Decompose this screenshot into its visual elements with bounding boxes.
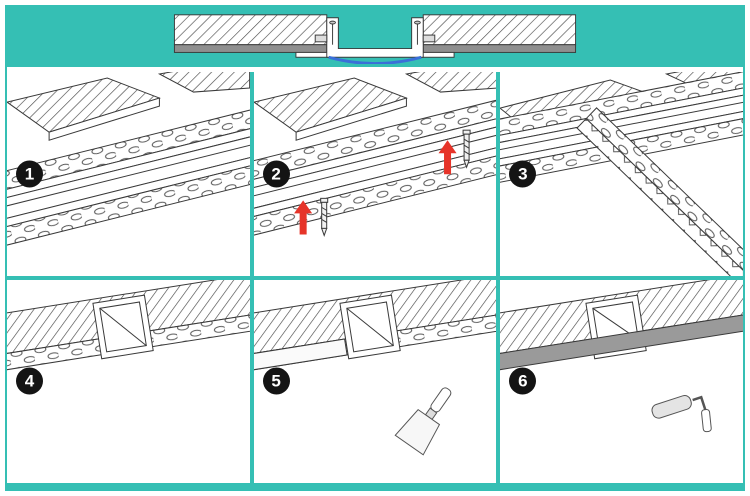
banner-divider <box>7 67 743 72</box>
step-number-badge: 5 <box>262 367 290 395</box>
step4-drawing <box>7 279 250 373</box>
red-up-arrow-icon <box>438 140 457 175</box>
ceiling-with-profile <box>7 279 250 373</box>
spring-clip-right <box>422 34 436 43</box>
screw-icon <box>329 20 421 45</box>
plasterboard-left <box>173 14 328 53</box>
spring-clip-left <box>314 34 328 43</box>
step-panel-2: 2 <box>253 72 497 276</box>
step6-drawing <box>500 279 743 432</box>
cross-section-banner <box>7 7 743 67</box>
putty-knife-icon <box>394 386 452 456</box>
instruction-sheet: 1 <box>5 5 745 491</box>
step3-drawing <box>500 72 743 276</box>
ceiling-with-profile <box>500 279 743 373</box>
diffuser-arc <box>328 55 422 64</box>
step-panel-5: 5 <box>253 279 497 484</box>
screw-icon <box>462 129 471 169</box>
step-number-badge: 1 <box>16 160 43 188</box>
step2-drawing <box>253 72 497 242</box>
paint-stripe <box>500 310 743 373</box>
led-profile <box>7 107 250 252</box>
ceiling-board <box>253 72 497 141</box>
step5-drawing <box>253 279 497 456</box>
perforated-corner-strip <box>576 107 743 276</box>
step-number-badge: 2 <box>262 160 290 188</box>
ceiling-board <box>7 72 250 141</box>
step-panel-3: 3 <box>500 72 743 276</box>
bottom-accent-bar <box>7 483 743 491</box>
step-panel-6: 6 <box>500 279 743 484</box>
step-number-badge: 4 <box>16 367 43 395</box>
step-panel-1: 1 <box>7 72 250 276</box>
screw-icon <box>319 197 328 237</box>
step-number-badge: 6 <box>509 367 537 395</box>
profile-opening <box>339 294 401 359</box>
profile-channel <box>295 17 455 64</box>
step1-drawing <box>7 72 250 252</box>
step-number-badge: 3 <box>509 160 537 188</box>
step-panel-4: 4 <box>7 279 250 484</box>
red-up-arrow-icon <box>293 200 312 235</box>
paint-roller-icon <box>651 394 713 432</box>
ceiling-with-profile <box>253 279 497 373</box>
plasterboard-right <box>422 14 577 53</box>
profile-opening <box>92 294 154 359</box>
cross-section-drawing <box>173 14 577 64</box>
putty-coat <box>253 338 348 373</box>
steps-grid: 1 <box>7 72 743 484</box>
